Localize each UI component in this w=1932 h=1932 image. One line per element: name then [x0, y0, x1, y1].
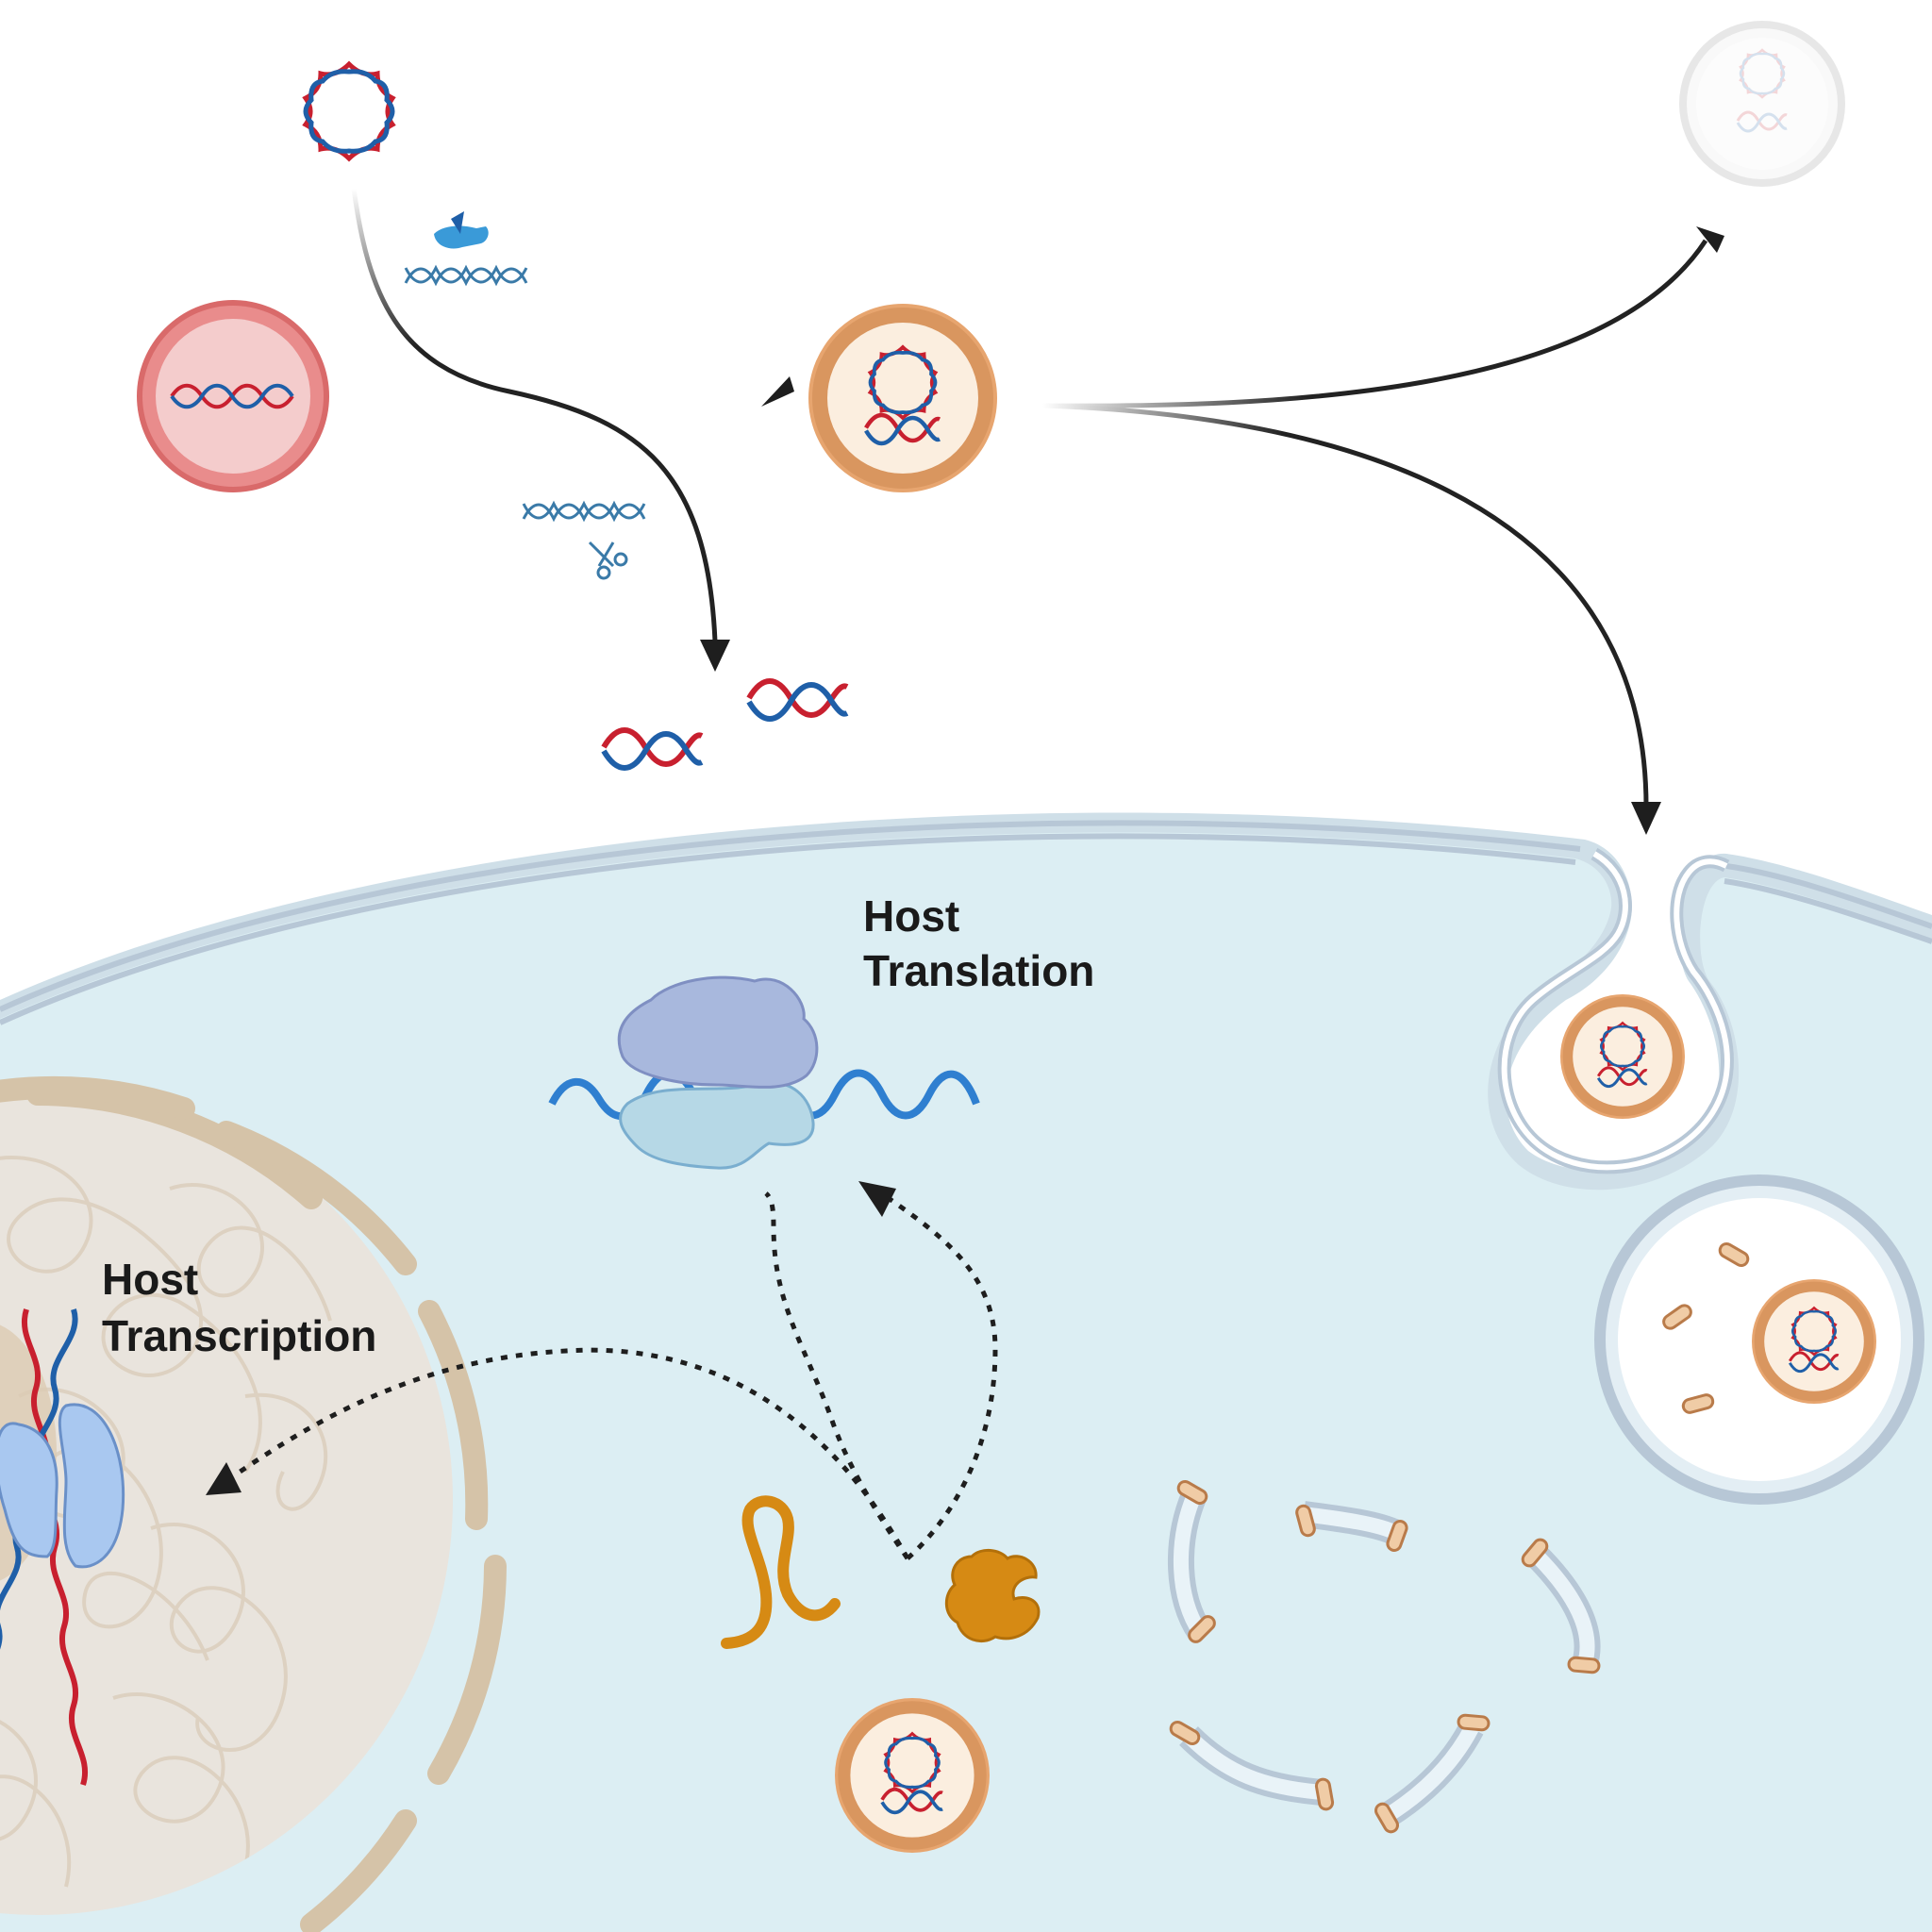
dna-cut-scissors-icon: [522, 500, 646, 580]
rna-strand-icon: [721, 1495, 841, 1649]
lipid-nanoparticle-icon: [808, 304, 997, 492]
host-transcription-label-line2: Transcription: [102, 1311, 376, 1360]
plasmid-icon: [306, 64, 392, 158]
endosome-icon: [1594, 1174, 1924, 1505]
ruptured-endosome: [1167, 1477, 1602, 1836]
genomic-dna: [0, 1308, 88, 1786]
chromatin: [0, 1156, 332, 1888]
dotted-arrow-to-transcription: [225, 1347, 910, 1560]
ribosome-icon: [548, 975, 980, 1170]
donor-vesicle: [137, 300, 329, 492]
rna-polymerase-icon: [0, 1403, 125, 1569]
lipid-nanoparticle-icon: [1679, 21, 1845, 187]
lipid-nanoparticle-icon: [835, 1698, 990, 1853]
dna-fragment-icon: [749, 681, 847, 719]
gene-editing-hand-icon: [404, 211, 528, 287]
host-translation-label-line2: Translation: [863, 946, 1094, 995]
endocytic-invagination: [1497, 847, 1734, 1174]
folded-protein-icon: [944, 1549, 1041, 1642]
lipid-nanoparticle-icon: [1560, 994, 1685, 1119]
nucleus: Host Transcription: [0, 1075, 507, 1932]
host-translation-label-line1: Host: [863, 891, 959, 941]
dna-fragment-icon: [604, 730, 702, 768]
host-transcription-label-line1: Host: [102, 1255, 198, 1304]
